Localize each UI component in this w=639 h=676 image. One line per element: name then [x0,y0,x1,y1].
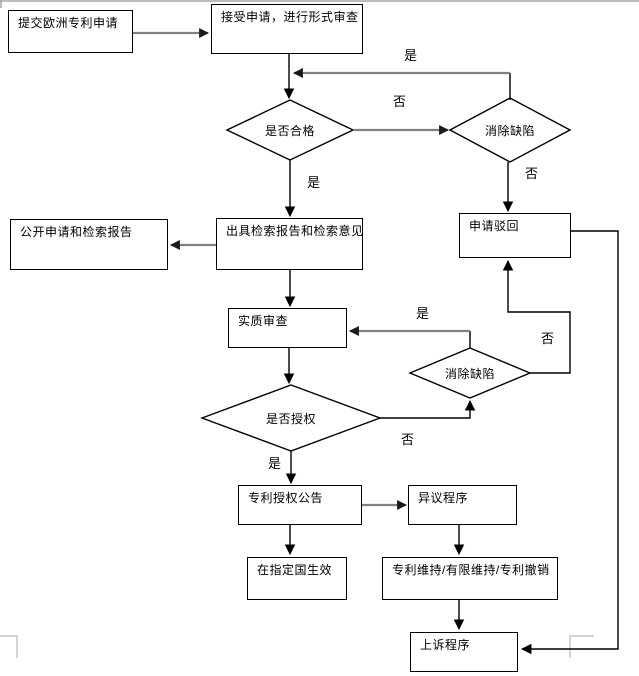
decision-shape-qualify-decision [225,99,355,161]
flow-node-accept-formal-exam: 接受申请，进行形式审查 [211,4,363,54]
flow-node-publish-application: 公开申请和检索报告 [10,219,168,270]
edge-fix-subst-to-reject [502,259,571,374]
flow-node-opposition-procedure: 异议程序 [408,485,517,525]
flow-node-issue-search-report: 出具检索报告和检索意见 [216,218,363,270]
flow-node-grant-announcement: 专利授权公告 [238,485,362,525]
edge-label-yes-qualify: 是 [307,175,321,190]
edge-label-yes-fix-subst: 是 [416,306,430,321]
edges-layer [133,28,619,655]
flow-node-substantive-exam: 实质审查 [228,308,347,348]
edge-label-yes-grant: 是 [268,456,282,471]
decision-shapes-layer [199,97,572,452]
flow-node-maintain-revoke: 专利维持/有限维持/专利撤销 [382,557,558,600]
flow-node-submit-application: 提交欧洲专利申请 [8,10,133,53]
edge-label-no-qualify: 否 [393,94,407,109]
decision-shape-fix-defects-formal [448,97,572,163]
edge-grant-no-to-fix-subst [380,399,476,419]
edge-label-no-fix-formal: 否 [525,166,539,181]
flow-node-designated-effect: 在指定国生效 [247,557,347,600]
flow-node-appeal-procedure: 上诉程序 [410,632,518,672]
edge-reject-to-appeal [520,230,619,655]
flow-node-application-rejected: 申请驳回 [459,213,571,258]
decor-layer [0,0,639,658]
decor-corner-mark-left [0,635,18,658]
decision-shape-fix-defects-subst [408,347,532,399]
edge-label-yes-return-formal: 是 [404,48,418,63]
edge-label-no-fix-subst: 否 [541,331,555,346]
decor-corner-mark-right [569,635,594,658]
decision-shape-grant-decision [199,384,383,452]
edge-label-no-grant: 否 [401,432,415,447]
